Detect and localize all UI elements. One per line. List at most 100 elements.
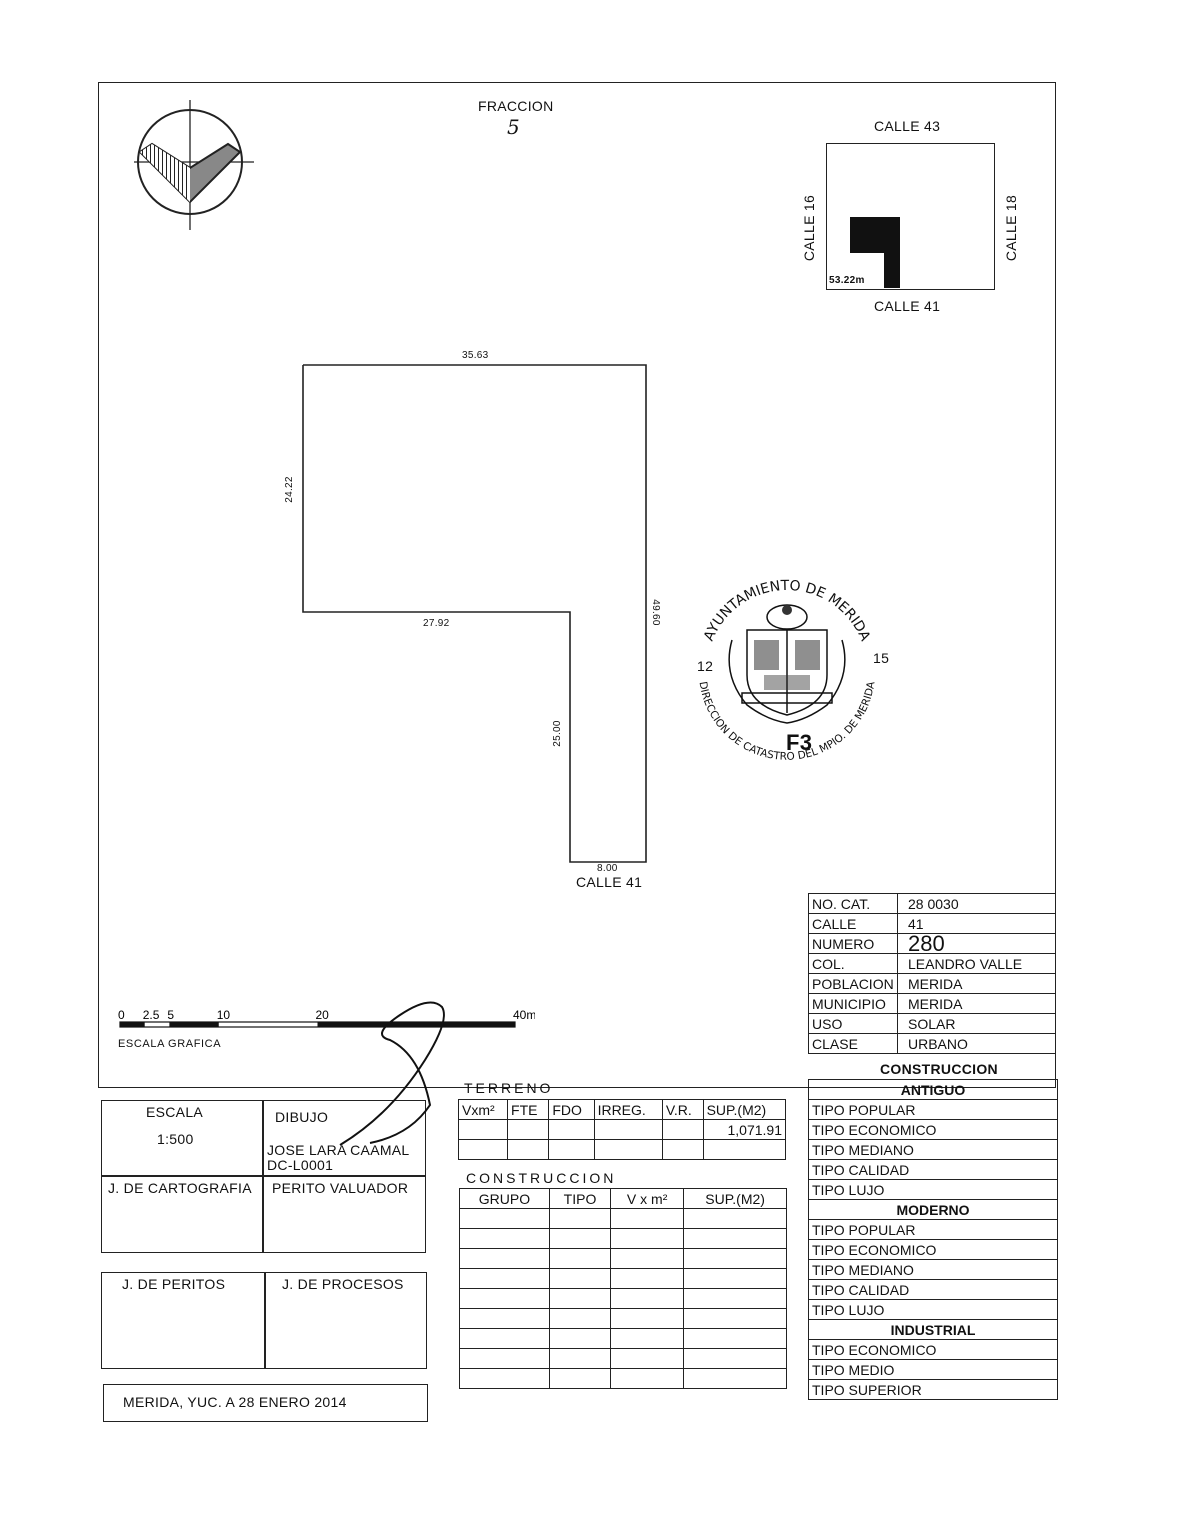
construccion-empty-row [459,1368,787,1389]
plot-dim-left: 24.22 [283,476,295,503]
seal-left-number: 12 [697,658,714,674]
construction-type-row: TIPO POPULAR [808,1219,1058,1240]
construction-type-row: TIPO CALIDAD [808,1159,1058,1180]
construction-type-row: TIPO ECONOMICO [808,1339,1058,1360]
construccion-header-cell: TIPO [548,1188,612,1209]
north-arrow-icon [134,100,254,230]
construccion-empty-row [459,1228,787,1249]
property-info-label: MUNICIPIO [808,993,898,1014]
plot-dim-top: 35.63 [462,350,489,361]
terreno-header-cell: V.R. [661,1099,704,1120]
dibujo-label: DIBUJO [275,1109,329,1125]
property-info-value: 28 0030 [897,893,1056,914]
construccion-empty-row [459,1268,787,1289]
location-top-street: CALLE 43 [874,118,941,134]
construccion-empty-row [459,1208,787,1229]
location-lot-marker [850,217,900,288]
terreno-header-cell: Vxm² [457,1099,509,1120]
construction-type-item: TIPO CALIDAD [808,1279,1058,1300]
property-info-value: URBANO [897,1033,1056,1054]
construction-type-item: TIPO SUPERIOR [808,1379,1058,1400]
construction-type-row: TIPO MEDIANO [808,1139,1058,1160]
property-info-label: CALLE [808,913,898,934]
construccion-header-cell: GRUPO [459,1188,550,1209]
terreno-header-cell: SUP.(M2) [702,1099,787,1120]
property-info-value: MERIDA [897,973,1056,994]
terreno-header-cell: FTE [507,1099,550,1120]
municipal-seal: AYUNTAMIENTO DE MERIDA DIRECCION DE CATA… [697,578,878,763]
date-box [103,1384,428,1422]
terreno-sup-value: 1,071.91 [702,1119,787,1140]
construccion-empty-row [459,1348,787,1369]
construction-section-title: MODERNO [808,1199,1058,1220]
property-info-value: SOLAR [897,1013,1056,1034]
signature-divider-h [101,1175,426,1177]
scale-bar-tick-label: 0 [118,1008,125,1022]
location-map [826,143,995,290]
scale-bar-segment [169,1022,219,1027]
construccion-empty-row [459,1328,787,1349]
fraccion-number: 5 [507,115,521,139]
construction-type-item: TIPO LUJO [808,1179,1058,1200]
construccion-header-cell: SUP.(M2) [683,1188,787,1209]
property-info-value: 280 [897,932,1056,954]
construction-type-item: TIPO MEDIO [808,1359,1058,1380]
dibujo-code: DC-L0001 [267,1157,334,1173]
drawing-frame [98,82,1056,1088]
property-info-label: USO [808,1013,898,1034]
construction-type-row: TIPO MEDIO [808,1359,1058,1380]
scale-bar-tick-label: 20 [316,1008,330,1022]
construccion-title: CONSTRUCCION [466,1170,617,1186]
construction-type-row: TIPO CALIDAD [808,1279,1058,1300]
scale-bar-segment [317,1022,515,1027]
property-info-label: POBLACION [808,973,898,994]
escala-label: ESCALA [146,1104,204,1120]
property-info-label: COL. [808,953,898,974]
cartografia-label: J. DE CARTOGRAFIA [108,1180,252,1196]
escala-value: 1:500 [157,1131,194,1147]
construction-type-item: TIPO CALIDAD [808,1159,1058,1180]
property-info-row: COL.LEANDRO VALLE [808,953,1056,974]
location-left-street: CALLE 16 [801,194,818,262]
property-info-label: NUMERO [808,933,898,954]
terreno-header-cell: FDO [548,1099,595,1120]
construction-section-header: INDUSTRIAL [808,1319,1058,1340]
construction-type-row: TIPO POPULAR [808,1099,1058,1120]
plot-dim-middle: 27.92 [423,618,450,629]
construction-type-item: TIPO MEDIANO [808,1259,1058,1280]
construccion-empty-row [459,1248,787,1269]
plot-dim-inner: 25.00 [551,720,563,747]
signature-divider-v2 [264,1272,266,1369]
property-info-value: MERIDA [897,993,1056,1014]
construction-type-row: TIPO LUJO [808,1179,1058,1200]
scale-bar-label: ESCALA GRAFICA [118,1038,222,1050]
plot-street-label: CALLE 41 [576,874,643,890]
construction-section-header: ANTIGUO [808,1079,1058,1100]
plot-outline [302,364,647,863]
construccion-empty-row [459,1288,787,1309]
construction-type-item: TIPO ECONOMICO [808,1239,1058,1260]
seal-code: F3 [786,730,813,755]
construction-type-item: TIPO ECONOMICO [808,1119,1058,1140]
construction-type-row: TIPO MEDIANO [808,1259,1058,1280]
peritos-label: J. DE PERITOS [122,1276,226,1292]
construction-type-row: TIPO ECONOMICO [808,1119,1058,1140]
dibujo-name: JOSE LARA CAAMAL [267,1142,410,1158]
fraccion-label: FRACCION [478,98,554,114]
construction-type-item: TIPO MEDIANO [808,1139,1058,1160]
location-right-street: CALLE 18 [1003,194,1020,262]
construction-type-row: TIPO LUJO [808,1299,1058,1320]
construction-section-title: INDUSTRIAL [808,1319,1058,1340]
property-info-label: CLASE [808,1033,898,1054]
construction-type-row: TIPO ECONOMICO [808,1239,1058,1260]
